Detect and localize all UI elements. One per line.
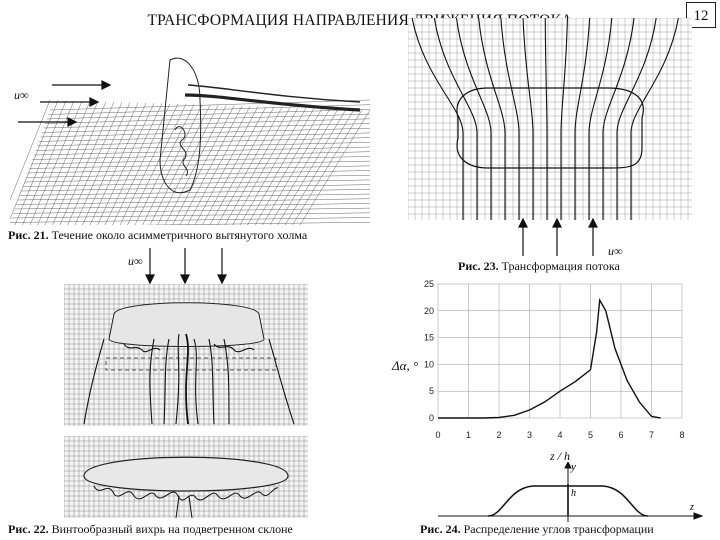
fig21-label: Рис. 21. <box>8 228 49 242</box>
chart-x-tick-label: 0 <box>435 430 440 440</box>
chart-x-tick-label: 5 <box>588 430 593 440</box>
chart-x-tick-label: 7 <box>649 430 654 440</box>
fig22-vortex-top-view <box>64 284 308 426</box>
fig24-caption: Рис. 24. Распределение углов трансформац… <box>420 522 654 537</box>
chart-y-tick-label: 15 <box>424 333 434 343</box>
chart-y-axis-label: Δα, ° <box>391 358 418 373</box>
fig21-mesh-illustration <box>10 57 370 225</box>
fig23-caption: Рис. 23. Трансформация потока <box>458 259 620 274</box>
chart-x-tick-label: 8 <box>679 430 684 440</box>
fig24-y-label: y <box>570 462 576 473</box>
fig24-z-label: z <box>689 502 694 513</box>
chart-y-tick-label: 5 <box>429 386 434 396</box>
chart-x-tick-label: 4 <box>557 430 562 440</box>
fig24-caption-text: Распределение углов трансформации <box>460 522 654 536</box>
fig23-flow-label: u∞ <box>608 244 623 258</box>
chart-x-tick-label: 1 <box>466 430 471 440</box>
fig23-label: Рис. 23. <box>458 259 499 273</box>
fig24-h-label: h <box>571 488 576 499</box>
fig22-caption-text: Винтообразный вихрь на подветренном скло… <box>48 522 293 536</box>
fig24-label: Рис. 24. <box>420 522 461 536</box>
chart-y-tick-label: 25 <box>424 279 434 289</box>
fig24-chart: 0 1 2 3 4 5 6 7 8 0 5 10 15 20 25 Δα, ° z / h <box>391 279 685 462</box>
fig22-vortex-perspective <box>64 436 308 518</box>
fig23-caption-text: Трансформация потока <box>498 259 620 273</box>
fig23-flow-arrows <box>518 218 598 256</box>
fig21-flow-label: u∞ <box>14 88 29 102</box>
fig24-hill-profile: y h z <box>438 462 704 522</box>
chart-x-tick-label: 3 <box>527 430 532 440</box>
chart-y-tick-label: 0 <box>429 413 434 423</box>
fig21-caption: Рис. 21. Течение около асимметричного вы… <box>8 228 307 243</box>
fig22-caption: Рис. 22. Винтообразный вихрь на подветре… <box>8 522 293 537</box>
fig22-flow-label: u∞ <box>128 254 143 268</box>
fig22-flow-arrows <box>145 248 227 285</box>
fig23-streamline-illustration <box>408 18 692 220</box>
fig21-caption-text: Течение около асимметричного вытянутого … <box>48 228 308 242</box>
page-number: 12 <box>686 2 716 28</box>
chart-x-tick-label: 6 <box>618 430 623 440</box>
chart-y-tick-label: 10 <box>424 359 434 369</box>
fig22-label: Рис. 22. <box>8 522 49 536</box>
chart-y-tick-label: 20 <box>424 306 434 316</box>
chart-x-tick-label: 2 <box>496 430 501 440</box>
chart-x-axis-label: z / h <box>549 449 570 462</box>
chart-series-line <box>438 297 661 419</box>
